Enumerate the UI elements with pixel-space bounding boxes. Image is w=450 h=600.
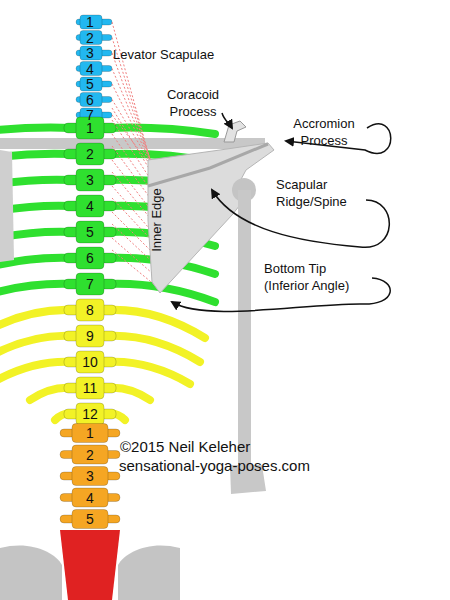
pelvis-left [0, 545, 62, 600]
vertebra-number: 4 [86, 491, 94, 505]
humerus-shaft [238, 190, 251, 470]
rib [108, 128, 215, 134]
vertebra-number: 3 [86, 173, 94, 187]
vertebra-number: 7 [86, 108, 94, 122]
scapula [148, 143, 274, 293]
thoracic-vertebra [76, 403, 104, 425]
cervical-vertebra [80, 77, 102, 91]
part-label: Inner Edge [148, 188, 165, 252]
cervical-vertebra [80, 62, 102, 76]
levator-scapulae-line [112, 53, 152, 164]
vertebra-number: 5 [86, 512, 94, 526]
vertebra-number: 4 [86, 62, 94, 76]
vertebra-number: 1 [86, 426, 94, 440]
thoracic-vertebra [76, 195, 104, 217]
vertebra-number: 10 [82, 355, 98, 369]
thoracic-vertebra [76, 169, 104, 191]
levator-scapulae-line [112, 84, 154, 168]
vertebra-number: 2 [86, 448, 94, 462]
vertebra-number: 4 [86, 199, 94, 213]
vertebra-number: 3 [86, 469, 94, 483]
website-text: sensational-yoga-poses.com [119, 457, 310, 474]
pelvis-right [118, 545, 180, 600]
thoracic-vertebra [76, 325, 104, 347]
part-label: Scapular Ridge/Spine [276, 176, 358, 210]
lumbar-vertebra [72, 488, 108, 507]
thoracic-vertebra [76, 221, 104, 243]
sacrum [60, 530, 120, 600]
rib [108, 362, 190, 384]
vertebra-number: 8 [86, 303, 94, 317]
cervical-vertebra [80, 15, 102, 29]
part-label: Accromion Process [280, 115, 368, 149]
thoracic-vertebra [76, 351, 104, 373]
lumbar-vertebra [72, 445, 108, 464]
cervical-vertebra [80, 46, 102, 60]
lumbar-vertebra [72, 467, 108, 486]
lumbar-vertebra [72, 424, 108, 443]
cervical-vertebra [80, 31, 102, 45]
vertebra-number: 6 [86, 251, 94, 265]
muscle-line [112, 134, 152, 192]
left-scapula [0, 150, 14, 262]
vertebra-number: 7 [86, 277, 94, 291]
spine [60, 15, 120, 529]
rib [0, 362, 72, 384]
vertebra-number: 3 [86, 46, 94, 60]
part-label: Bottom Tip (Inferior Angle) [264, 260, 368, 294]
vertebra-number: 5 [86, 225, 94, 239]
thoracic-vertebra [76, 377, 104, 399]
leader-line [222, 113, 232, 128]
vertebra-number: 6 [86, 93, 94, 107]
cervical-vertebra [80, 93, 102, 107]
muscle-line [112, 120, 151, 180]
rib [0, 128, 72, 134]
thoracic-vertebra [76, 143, 104, 165]
vertebra-number: 2 [86, 147, 94, 161]
vertebra-number: 9 [86, 329, 94, 343]
part-label: Coracoid Process [154, 86, 232, 120]
vertebra-number: 12 [82, 407, 98, 421]
rib [0, 284, 72, 302]
coracoid-process [224, 121, 246, 142]
vertebra-number: 5 [86, 77, 94, 91]
vertebra-number: 11 [83, 381, 98, 395]
vertebra-number: 2 [86, 31, 94, 45]
thoracic-vertebra [76, 273, 104, 295]
vertebra-number: 1 [86, 15, 94, 29]
copyright-text: ©2015 Neil Keleher [120, 438, 250, 455]
lumbar-vertebra [72, 510, 108, 529]
thoracic-vertebra [76, 299, 104, 321]
thoracic-vertebra [76, 247, 104, 269]
thoracic-vertebra [76, 117, 104, 139]
vertebra-number: 1 [86, 121, 94, 135]
muscle-label: Levator Scapulae [113, 46, 214, 63]
